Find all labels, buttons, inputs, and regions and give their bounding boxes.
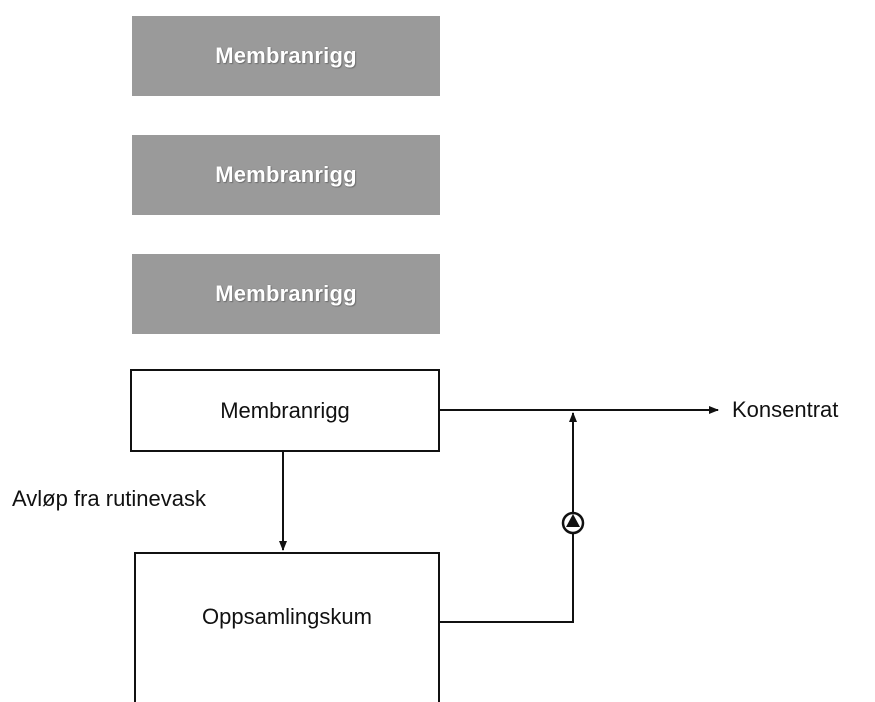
membrane-rig-label-2: Membranrigg	[215, 162, 357, 187]
sump-return-line	[440, 533, 574, 623]
membrane-rig-box-3: Membranrigg	[132, 254, 440, 334]
membrane-rig-label-3: Membranrigg	[215, 281, 357, 306]
pump-icon	[561, 511, 585, 535]
concentrate-label: Konsentrat	[732, 397, 839, 422]
membrane-rig-label-4: Membranrigg	[220, 397, 350, 423]
membrane-rig-box-2: Membranrigg	[132, 135, 440, 215]
membrane-rig-box-1: Membranrigg	[132, 16, 440, 96]
routine-wash-drain-label: Avløp fra rutinevask	[12, 486, 207, 511]
collection-sump-label: Oppsamlingskum	[202, 604, 372, 629]
flow-connectors	[279, 406, 719, 623]
collection-sump-box: Oppsamlingskum	[134, 552, 440, 702]
membrane-rig-box-4: Membranrigg	[130, 369, 440, 452]
membrane-rig-label-1: Membranrigg	[215, 43, 357, 68]
